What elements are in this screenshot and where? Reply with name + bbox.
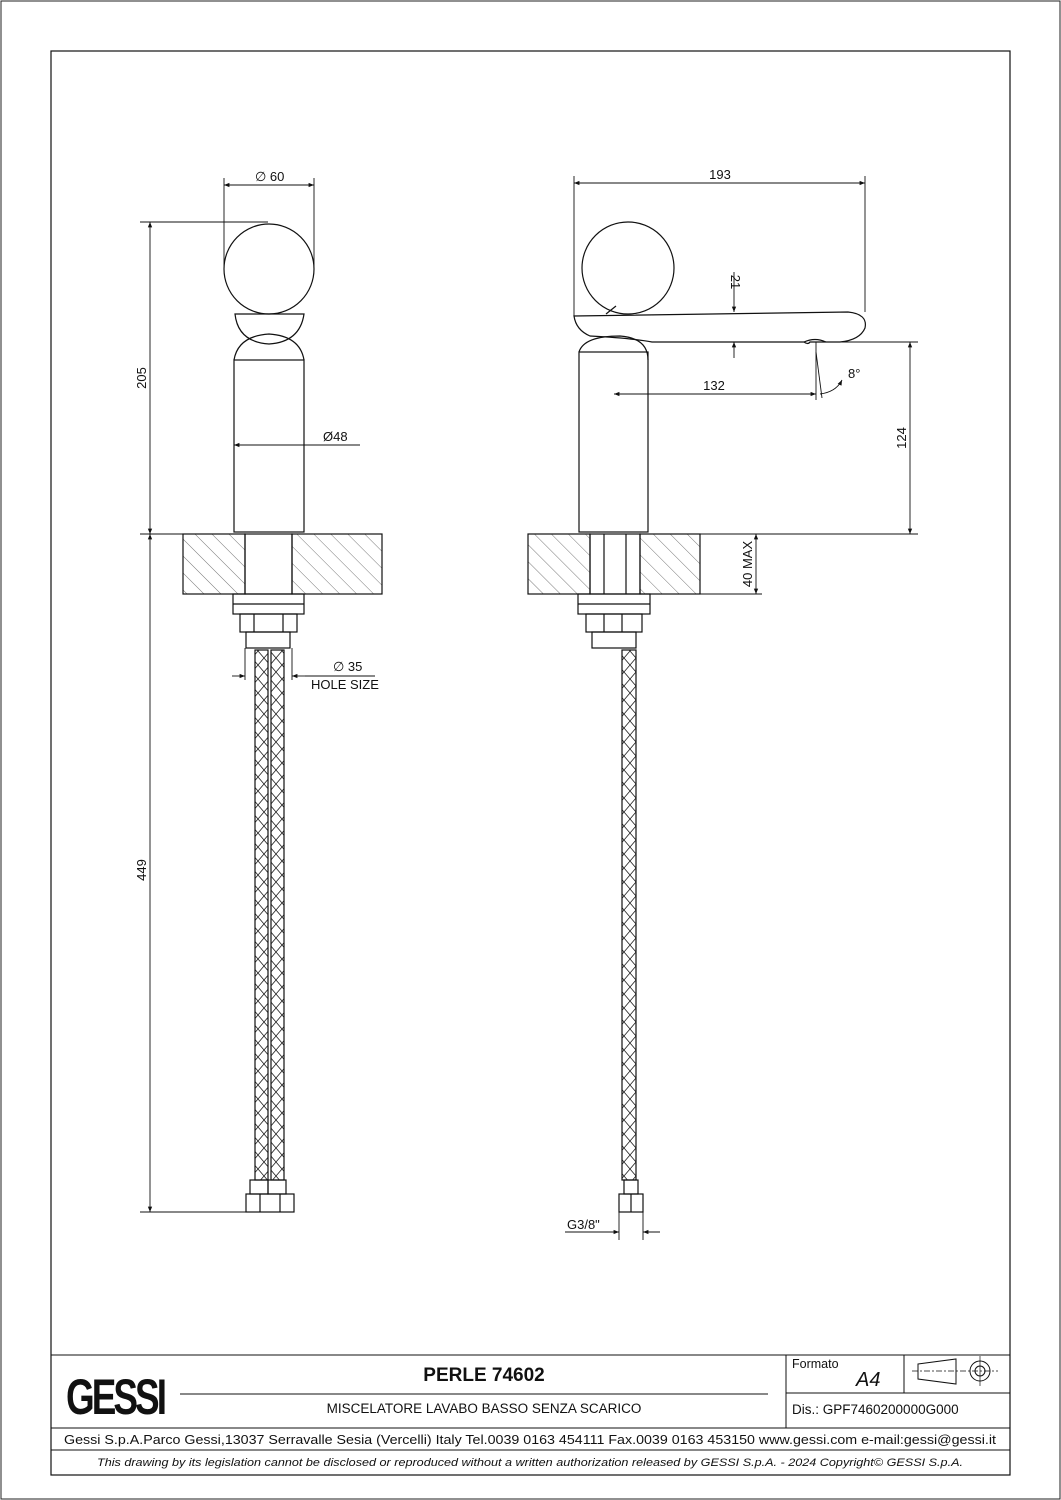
side-deck-left: [527, 533, 591, 595]
side-body: [578, 351, 649, 533]
front-cap: [234, 313, 305, 345]
front-body-dome: [233, 333, 305, 361]
side-deck-right: [639, 533, 701, 595]
drawing-code: Dis.: GPF7460200000G000: [792, 1402, 959, 1417]
product-title: PERLE 74602: [423, 1365, 544, 1386]
front-body: [233, 359, 305, 533]
front-deck-left: [182, 533, 246, 595]
front-deck-right: [291, 533, 383, 595]
side-hose: [621, 649, 637, 1181]
dim-front-hose-length: 449: [134, 859, 149, 881]
dim-side-height: 124: [894, 427, 909, 449]
front-shank: [244, 533, 293, 595]
side-handle-sphere: [581, 221, 675, 315]
dim-front-height: 205: [134, 367, 149, 389]
front-nut: [239, 613, 298, 633]
front-dimensions: [140, 178, 375, 1213]
dim-side-length: 193: [709, 167, 731, 182]
dim-hole-size-value: ∅ 35: [333, 659, 362, 674]
gessi-logo: GESSI: [66, 1369, 165, 1425]
front-hose-fitting-1: [249, 1179, 269, 1195]
product-subtitle: MISCELATORE LAVABO BASSO SENZA SCARICO: [327, 1401, 642, 1416]
side-shank: [589, 533, 641, 595]
side-nut-base: [591, 631, 637, 649]
dim-hole-size-label: HOLE SIZE: [311, 677, 379, 692]
side-body-dome: [578, 335, 649, 361]
side-hose-fitting: [623, 1179, 639, 1195]
front-hose-fitting-2: [267, 1179, 287, 1195]
dim-front-body-diameter: Ø48: [323, 429, 348, 444]
front-nut-base: [245, 631, 291, 649]
side-nut: [585, 613, 643, 633]
format-value: A4: [855, 1369, 880, 1391]
front-hose-left: [254, 649, 269, 1181]
projection-symbol-cone: [917, 1358, 957, 1385]
dim-side-thread: G3/8": [567, 1217, 600, 1232]
title-block: [51, 1354, 1010, 1451]
drawing-frame: [50, 50, 1011, 1476]
copyright-note: This drawing by its legislation cannot b…: [97, 1457, 963, 1469]
front-hose-nut: [245, 1193, 295, 1213]
side-view: [527, 221, 866, 1213]
front-hose-right: [270, 649, 285, 1181]
dim-side-deck-max: 40 MAX: [740, 541, 755, 588]
dim-side-reach: 132: [703, 378, 725, 393]
dim-side-angle: 8°: [848, 366, 860, 381]
side-dimensions: [565, 176, 918, 1240]
company-address: Gessi S.p.A.Parco Gessi,13037 Serravalle…: [64, 1433, 997, 1447]
dim-front-handle-diameter: ∅ 60: [255, 169, 284, 184]
side-spout: [573, 311, 866, 345]
format-label: Formato: [792, 1357, 839, 1371]
dim-side-spout-offset: 21: [728, 275, 743, 289]
front-handle-sphere: [223, 223, 315, 315]
front-view: [182, 223, 383, 1213]
